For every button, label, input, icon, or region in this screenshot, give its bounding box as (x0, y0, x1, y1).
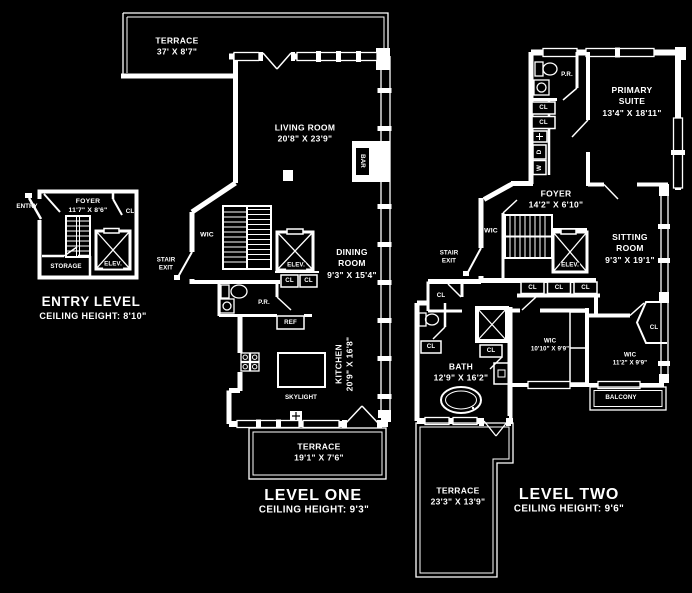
level-two-walls (414, 47, 686, 578)
entry-level-walls (25, 189, 139, 280)
level-one-walls (121, 12, 392, 480)
